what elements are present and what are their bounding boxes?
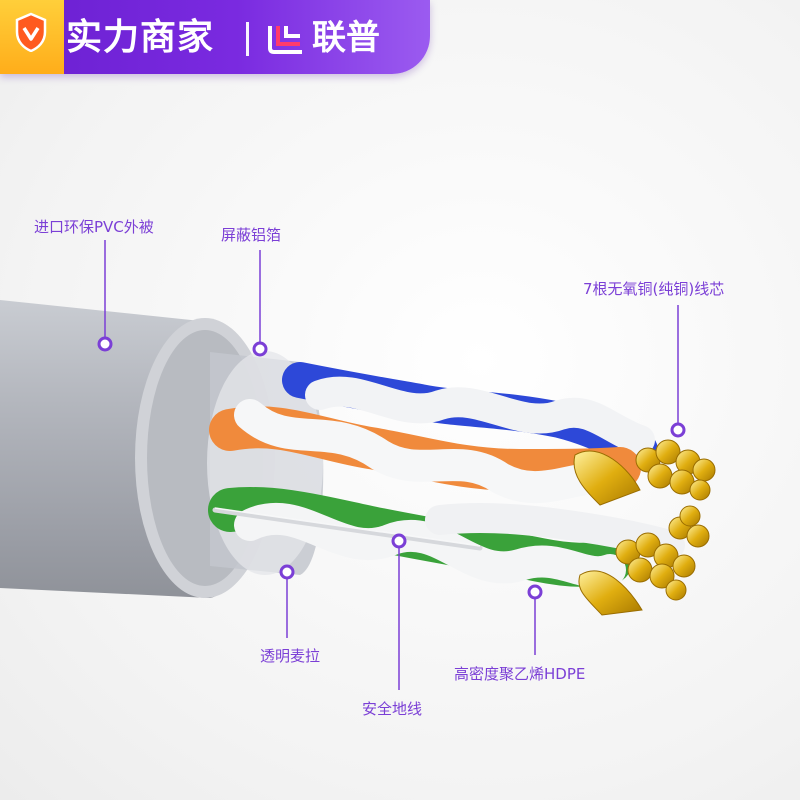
brand-logo-icon (268, 26, 302, 54)
ground-wire (212, 507, 483, 551)
label-ground-wire: 安全地线 (362, 700, 423, 718)
callout-markers (97, 336, 686, 600)
label-mylar: 透明麦拉 (260, 647, 321, 665)
marker-pvc (97, 336, 113, 352)
twisted-pairs-upper (209, 362, 658, 504)
brand-name: 联普 (312, 18, 380, 58)
label-aluminum-foil: 屏蔽铝箔 (221, 226, 282, 244)
marker-foil (252, 341, 268, 357)
top-banner: 实力商家 联普 (0, 0, 430, 74)
marker-hdpe (527, 584, 543, 600)
marker-ground (391, 533, 407, 549)
label-pvc-sheath: 进口环保PVC外被 (34, 218, 154, 236)
callout-lines (104, 240, 679, 690)
marker-mylar (279, 564, 295, 580)
label-hdpe: 高密度聚乙烯HDPE (454, 665, 586, 683)
copper-cores (573, 439, 716, 616)
marker-copper (670, 422, 686, 438)
shield-icon (15, 12, 47, 52)
banner-divider (246, 22, 249, 56)
merchant-badge (0, 0, 64, 74)
label-copper-core: 7根无氧铜(纯铜)线芯 (583, 280, 725, 298)
merchant-title: 实力商家 (66, 17, 215, 58)
